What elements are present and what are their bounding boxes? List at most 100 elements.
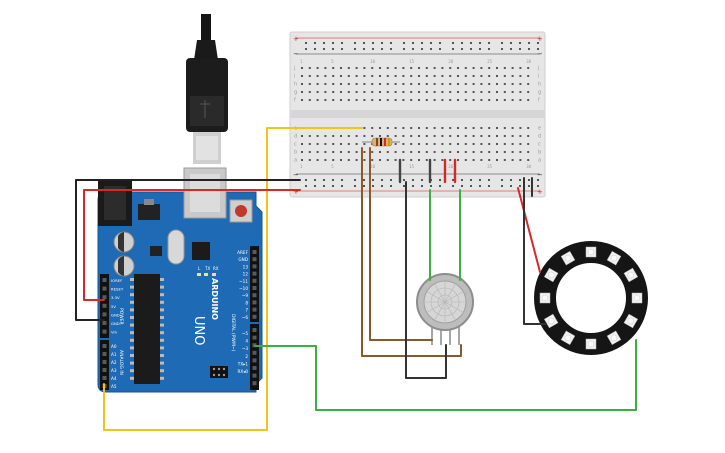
rail-hole [381,42,383,44]
header-pin[interactable] [102,344,107,348]
rail-hole [519,42,521,44]
breadboard-hole [386,75,389,77]
column-number: 30 [526,164,531,169]
breadboard-hole [308,135,311,137]
rail-hole [452,179,454,181]
breadboard-hole [480,143,483,145]
digital-pin-label: 8 [245,300,248,305]
breadboard-hole [433,75,436,77]
header-pin[interactable] [102,360,107,364]
rail-hole [363,185,365,187]
breadboard-hole [433,159,436,161]
breadboard-hole [324,135,327,137]
header-pin[interactable] [102,278,107,282]
header-pin[interactable] [252,293,257,298]
header-pin[interactable] [252,257,257,262]
header-pin[interactable] [252,286,257,290]
breadboard-hole [402,83,405,85]
header-pin[interactable] [252,328,257,332]
reset-button-cap[interactable] [235,205,247,217]
breadboard-hole [402,127,405,129]
analog-pin-label: A5 [111,384,117,389]
header-pin[interactable] [252,307,257,312]
power-rail-top [305,42,539,50]
header-pin[interactable] [252,314,257,319]
breadboard-hole [527,91,530,93]
breadboard-center-channel [290,110,545,118]
breadboard-hole [457,151,459,153]
rail-hole [314,48,316,50]
breadboard-hole [394,143,397,145]
breadboard-hole [316,99,319,101]
rail-hole [332,185,334,187]
header-pin[interactable] [102,376,107,380]
rail-hole [537,48,539,50]
header-pin[interactable] [252,300,257,305]
breadboard-hole [425,135,428,137]
row-letter: j [293,66,295,72]
header-pin[interactable] [252,350,257,355]
breadboard-hole [301,91,303,93]
breadboard-hole [386,151,389,153]
breadboard-hole [340,67,342,69]
wires [75,127,637,431]
breadboard-hole [410,83,413,85]
breadboard-hole [410,135,413,137]
breadboard-hole [496,127,498,129]
rail-hole [341,179,343,181]
breadboard-hole [464,91,467,93]
header-pin[interactable] [102,329,107,334]
breadboard-hole [496,159,498,161]
rail-hole [354,179,356,181]
rail-minus-label: − [537,50,543,58]
header-pin[interactable] [252,271,257,276]
rail-hole [390,42,392,44]
breadboard-hole [418,135,420,137]
row-letter: c [294,142,297,148]
rail-hole [479,48,481,50]
breadboard-hole [449,159,452,161]
breadboard-hole [441,67,444,69]
header-pin[interactable] [252,335,257,340]
header-pin[interactable] [102,368,107,372]
breadboard-hole [418,83,420,85]
microcontroller-pins [130,278,164,380]
breadboard-hole [301,75,303,77]
breadboard-hole [519,151,522,153]
header-pin[interactable] [102,286,107,291]
breadboard-hole [301,159,303,161]
breadboard-hole [472,143,475,145]
header-pin[interactable] [252,366,257,370]
breadboard-hole [324,67,327,69]
header-pin[interactable] [102,312,107,317]
digital-pin-label: 4 [245,339,248,344]
breadboard-hole [433,67,436,69]
header-pin[interactable] [252,264,257,269]
column-number: 5 [331,59,334,64]
header-pin[interactable] [102,303,107,308]
breadboard-hole [472,127,475,129]
rail-hole [341,42,343,44]
power-pin-label: Vin [111,330,118,335]
breadboard-hole [527,127,530,129]
header-pin[interactable] [102,321,107,325]
analog-pin-label: A0 [111,344,117,349]
breadboard-hole [449,99,452,101]
row-letter: h [294,82,297,88]
breadboard-hole [511,91,514,93]
column-number: 15 [409,59,414,64]
header-pin[interactable] [252,381,257,386]
header-pin[interactable] [252,278,257,283]
rail-hole [430,48,432,50]
header-pin[interactable] [102,295,107,300]
row-letter: h [538,82,541,88]
header-pin[interactable] [252,373,257,378]
column-number: 20 [448,164,453,169]
breadboard-hole [527,75,530,77]
header-pin[interactable] [252,358,257,363]
breadboard-hole [511,151,514,153]
header-pin[interactable] [102,352,107,356]
breadboard-hole [386,135,389,137]
header-pin[interactable] [252,250,257,254]
